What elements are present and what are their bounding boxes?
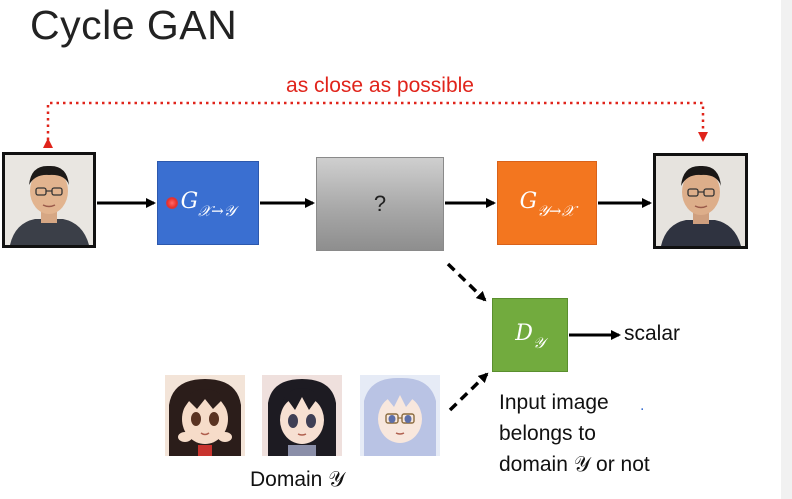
arrow-anime-to-discriminator xyxy=(448,372,489,412)
feedback-dotted-line xyxy=(43,101,708,148)
anime-face-2 xyxy=(262,375,342,456)
description-line-2: belongs to xyxy=(499,422,596,445)
domain-y-label: Domain 𝒴 xyxy=(250,468,345,491)
scalar-label: scalar xyxy=(624,322,681,345)
anime-face-3 xyxy=(360,375,440,456)
close-as-possible-label: as close as possible xyxy=(286,74,474,97)
discriminator-y: D𝒴 xyxy=(492,298,568,372)
slide-title: Cycle GAN xyxy=(30,2,238,48)
blue-dot-mark: . xyxy=(640,397,645,414)
pointer-dot xyxy=(166,197,178,209)
discriminator-y-label: D𝒴 xyxy=(515,320,545,353)
anime-face-1 xyxy=(165,375,245,456)
generator-y-to-x: G𝒴→𝒳 xyxy=(497,161,597,245)
person-photo-input xyxy=(2,152,96,248)
description-line-1: Input image xyxy=(499,391,609,414)
person-photo-output xyxy=(653,153,748,249)
description-line-3: domain 𝒴 or not xyxy=(499,453,650,476)
discriminator-description: Input image belongs to domain 𝒴 or not xyxy=(499,387,749,480)
generator-x-to-y-label: G𝒳→𝒴 xyxy=(180,188,236,221)
arrow-mystery-to-discriminator xyxy=(446,262,487,302)
generator-y-to-x-label: G𝒴→𝒳 xyxy=(519,188,575,221)
window-edge xyxy=(781,0,792,499)
mystery-box: ? xyxy=(316,157,444,251)
mystery-box-label: ? xyxy=(373,191,387,216)
